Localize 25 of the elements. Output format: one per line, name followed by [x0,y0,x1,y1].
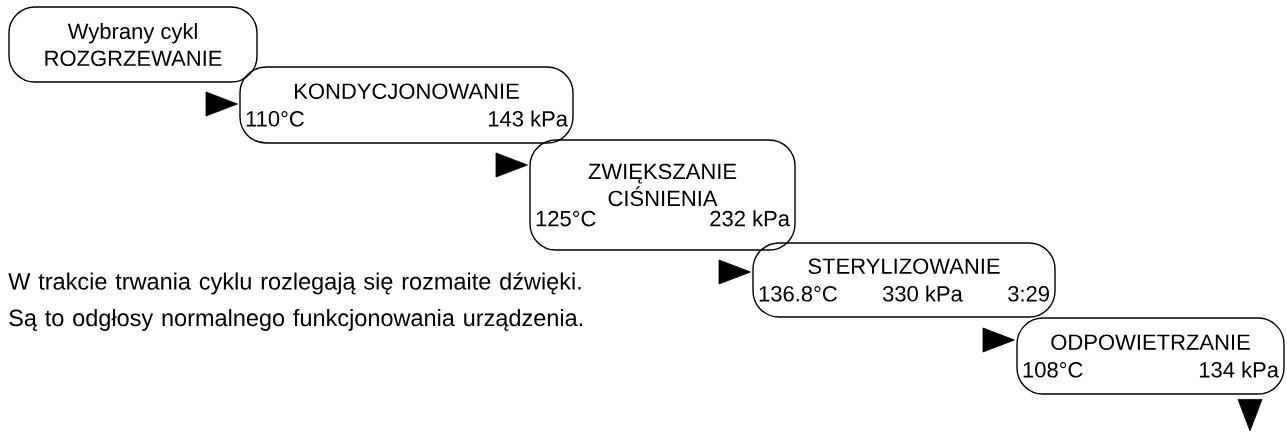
arrow [718,259,751,285]
step-box [239,66,574,144]
step-title: STERYLIZOWANIE [808,258,1000,274]
step-value: 125°C [536,210,596,227]
step-value: 330 kPa [882,285,963,302]
step-title: ZWIĘKSZANIE CIŚNIENIA [588,163,737,207]
step-value: 134 kPa [1199,361,1279,378]
step-box [529,139,796,251]
step-title: KONDYCJONOWANIE [295,83,519,99]
step-value: 143 kPa [488,110,568,127]
step-box [8,6,258,83]
step-title: Wybrany cykl ROZGRZEWANIE [45,22,222,67]
step-value: 108°C [1023,362,1083,378]
step-value: 3:29 [1008,286,1049,302]
step-value: 110°C [246,111,304,127]
step-value: 136.8°C [759,286,837,302]
arrow [205,91,238,117]
arrow [495,152,528,178]
step-box [1016,317,1285,395]
step-value: 232 kPa [710,210,790,227]
note-text: W trakcie trwania cyklu rozlegają się rozmaite dźwięki. Są to odgłosy normalnego funkcjonowania urządzenia. [8,272,583,331]
arrow [1237,398,1263,432]
step-box [752,242,1056,318]
step-title: ODPOWIETRZANIE [1051,334,1250,350]
arrow [982,327,1015,353]
